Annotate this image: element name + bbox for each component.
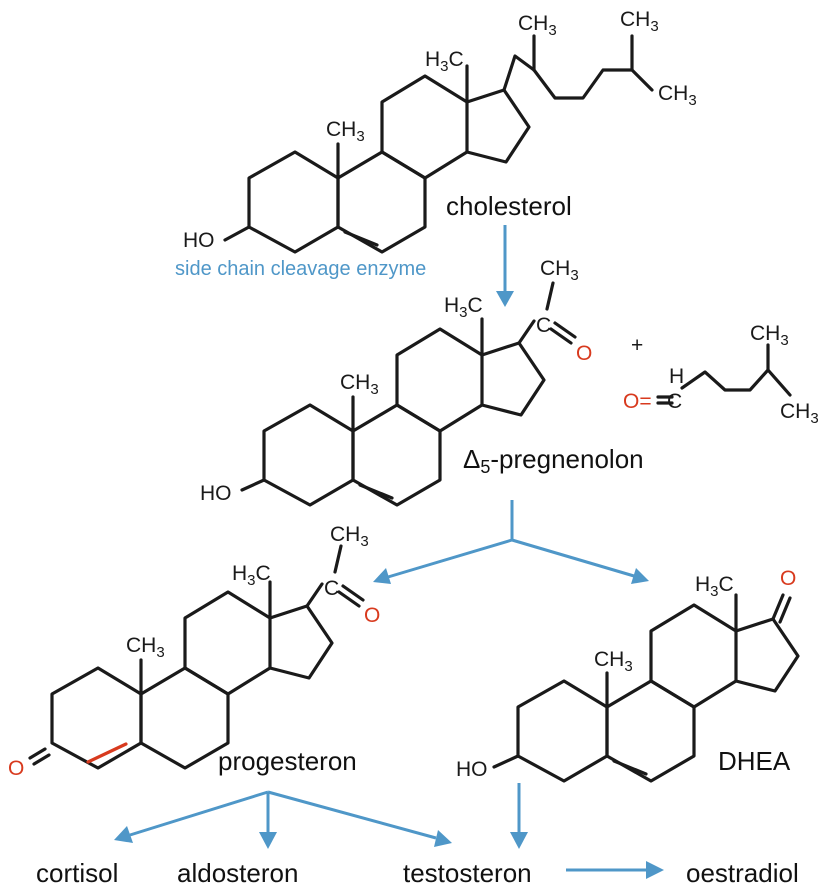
progesterone-label: progesteron [218,746,357,776]
isocaproaldehyde-methyl-b: CH3 [780,400,819,427]
dhea-methyl-18: H3C [695,573,734,600]
progesterone-methyl-21: CH3 [330,523,369,550]
pregnenolone-methyl-21: CH3 [540,257,579,284]
cholesterol-methyl-26: CH3 [620,8,659,35]
progesterone-ring-oxygen: O [8,757,24,780]
branch-arrows [373,500,649,584]
pregnenolone-hydroxyl: HO [200,482,232,505]
isocaproaldehyde-methyl-a: CH3 [750,322,789,349]
pregnenolone-label: Δ5-pregnenolon [463,444,644,477]
pregnenolone-structure: H3C CH3 C CH3 O HO [200,257,592,507]
pregnenolone-methyl-18: H3C [444,294,483,321]
progesterone-side-oxygen: O [364,604,380,627]
dhea-oxygen: O [780,567,796,590]
cholesterol-hydroxyl: HO [183,229,215,252]
progesterone-methyl-19: CH3 [126,634,165,661]
progesterone-structure: H3C CH3 C CH3 O O [8,523,380,780]
cholesterol-structure: H3C CH3 CH3 CH3 CH3 HO [183,8,697,254]
aromatase-arrowhead [646,861,664,879]
pregnenolone-oxygen: O [576,342,592,365]
cleavage-arrowhead [496,291,514,307]
cholesterol-methyl-18: H3C [425,48,464,75]
cholesterol-methyl-19: CH3 [326,118,365,145]
dhea-arrowhead [510,832,528,849]
aldehyde-hydrogen: H [669,365,684,388]
progesterone-methyl-18: H3C [232,562,271,589]
pregnenolone-carbonyl-carbon: C [536,314,551,337]
progesterone-carbonyl-carbon: C [324,577,339,600]
dhea-structure: H3C CH3 O HO [456,567,800,783]
oestradiol-label: oestradiol [686,858,799,888]
aldosterone-label: aldosteron [177,858,298,888]
dhea-label: DHEA [718,746,791,776]
dhea-hydroxyl: HO [456,758,488,781]
progesterone-arrows [114,790,452,849]
aldehyde-carbon: C [667,390,682,413]
pregnenolone-methyl-19: CH3 [340,371,379,398]
cholesterol-methyl-21: CH3 [518,12,557,39]
aldehyde-oxygen: O= [623,390,652,413]
dhea-methyl-19: CH3 [594,648,633,675]
plus-sign: + [631,334,643,357]
cholesterol-methyl-27: CH3 [658,82,697,109]
testosterone-label: testosteron [403,858,532,888]
cholesterol-label: cholesterol [446,191,572,221]
enzyme-label: side chain cleavage enzyme [175,258,426,280]
isocaproaldehyde-structure: O= C H CH3 CH3 [623,322,819,427]
cortisol-label: cortisol [36,858,118,888]
